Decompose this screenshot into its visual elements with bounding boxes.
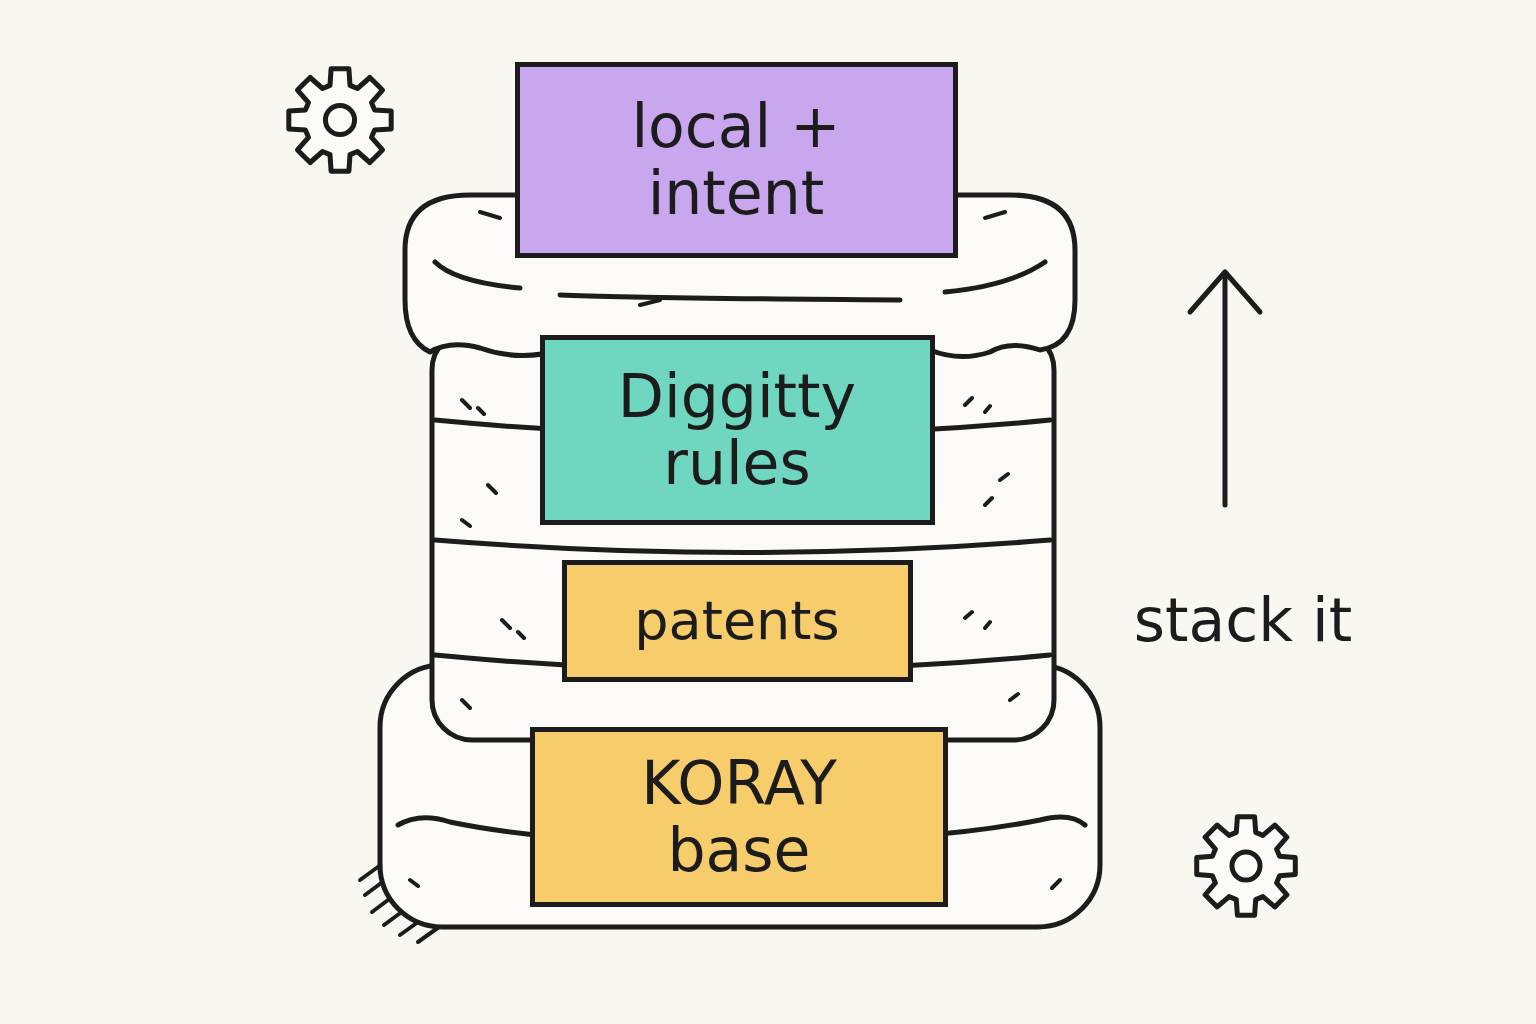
gear-icon (1197, 817, 1296, 916)
layer-label: KORAY base (589, 750, 889, 884)
gear-outline (289, 69, 391, 171)
rules-layer-box: Diggitty rules (540, 335, 935, 525)
gear-hub (325, 105, 354, 134)
top-disc-rim (435, 262, 1045, 300)
gear-outline (1197, 817, 1296, 916)
layer-label: Diggitty rules (562, 363, 912, 497)
up-arrow (1190, 272, 1260, 505)
gear-icon (289, 69, 391, 171)
layer-label: patents (634, 591, 839, 651)
base-layer-box: KORAY base (530, 727, 948, 907)
layer-label: local + intent (546, 93, 926, 227)
patents-layer-box: patents (562, 560, 913, 682)
gear-hub (1232, 852, 1260, 880)
intent-layer-box: local + intent (515, 62, 958, 258)
cylinder-band (435, 540, 1050, 553)
side-note: stack it (1123, 586, 1363, 655)
cylinder-body (432, 330, 1054, 740)
